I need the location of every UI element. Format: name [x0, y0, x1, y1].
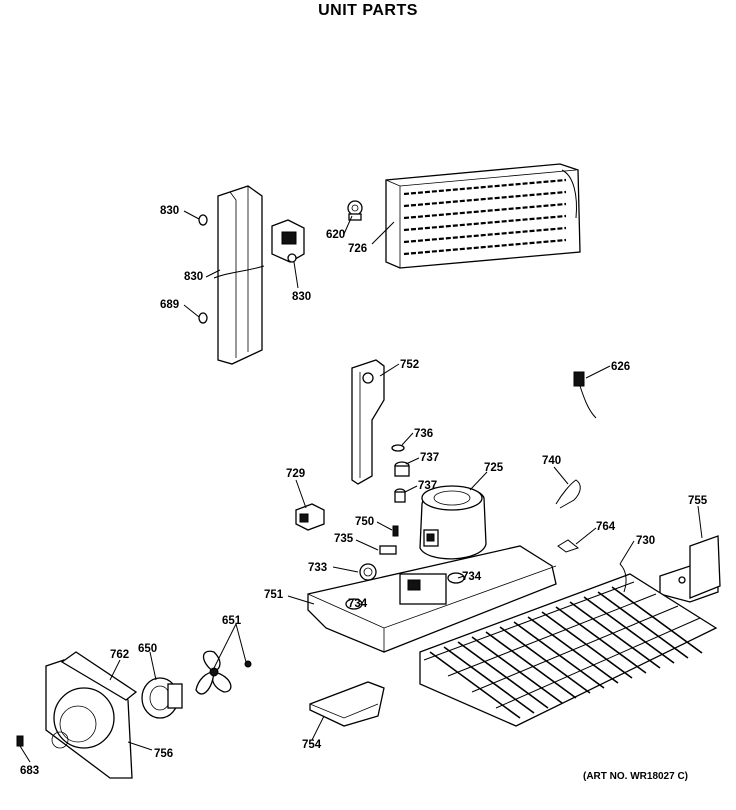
- callout-755: 755: [688, 495, 708, 507]
- part-screw-830: [198, 214, 208, 226]
- part-grommet-734: [345, 572, 465, 610]
- callout-689: 689: [160, 299, 179, 311]
- callout-740: 740: [542, 455, 561, 467]
- callout-750: 750: [355, 516, 374, 528]
- part-screw-689: [198, 312, 208, 324]
- callout-756: 756: [154, 748, 173, 760]
- part-shield-755: [659, 535, 721, 603]
- part-tube-740: [555, 479, 581, 509]
- part-grommet-737a: [394, 461, 410, 477]
- callout-762: 762: [110, 649, 129, 661]
- diagram-title: UNIT PARTS: [318, 2, 418, 19]
- callout-733: 733: [308, 562, 327, 574]
- art-number: (ART NO. WR18027 C): [583, 771, 688, 782]
- callout-830-clip: 830: [292, 291, 311, 303]
- part-clamp-735: [379, 545, 397, 555]
- part-clip-764: [557, 539, 580, 553]
- part-grommet-737b: [394, 488, 406, 503]
- callout-830-bracket: 830: [184, 271, 203, 283]
- part-clip-736: [391, 444, 405, 452]
- part-base-pan-751: [307, 545, 557, 653]
- part-fan-motor-650: [141, 677, 183, 719]
- callout-754: 754: [302, 739, 322, 751]
- part-condenser-726: [385, 163, 581, 269]
- part-screw-750: [392, 525, 399, 537]
- part-cord-626: [573, 371, 597, 419]
- part-bracket-clip-830: [271, 219, 305, 263]
- callout-737-upper: 737: [420, 452, 439, 464]
- callout-620: 620: [326, 229, 345, 241]
- callout-735: 735: [334, 533, 354, 545]
- callout-labels: 830 830 830 689 620 726 752 626 736 737 …: [20, 205, 708, 782]
- part-bracket-762: [60, 651, 138, 701]
- callout-830-screw: 830: [160, 205, 179, 217]
- callout-729: 729: [286, 468, 305, 480]
- callout-737-lower: 737: [418, 480, 437, 492]
- callout-683: 683: [20, 765, 39, 777]
- callout-736: 736: [414, 428, 433, 440]
- part-relay-729: [295, 503, 325, 531]
- part-overload-733: [359, 563, 377, 581]
- part-duct-754: [309, 681, 385, 727]
- part-bracket-752: [351, 359, 385, 485]
- callout-730: 730: [636, 535, 655, 547]
- part-coil-730: [419, 563, 718, 727]
- callout-734-right: 734: [462, 571, 482, 583]
- leader-lines: [19, 210, 703, 763]
- callout-725: 725: [484, 462, 504, 474]
- callout-751: 751: [264, 589, 284, 601]
- callout-734-left: 734: [348, 598, 368, 610]
- part-screw-683: [16, 735, 24, 747]
- part-bracket-830: [213, 185, 265, 365]
- callout-726: 726: [348, 243, 367, 255]
- callout-651: 651: [222, 615, 242, 627]
- callout-764: 764: [596, 521, 616, 533]
- part-grommet-620: [347, 200, 363, 221]
- callout-650: 650: [138, 643, 157, 655]
- part-compressor-725: [419, 485, 487, 560]
- callout-752: 752: [400, 359, 419, 371]
- callout-626: 626: [611, 361, 630, 373]
- part-fan-blade-651: [195, 650, 252, 695]
